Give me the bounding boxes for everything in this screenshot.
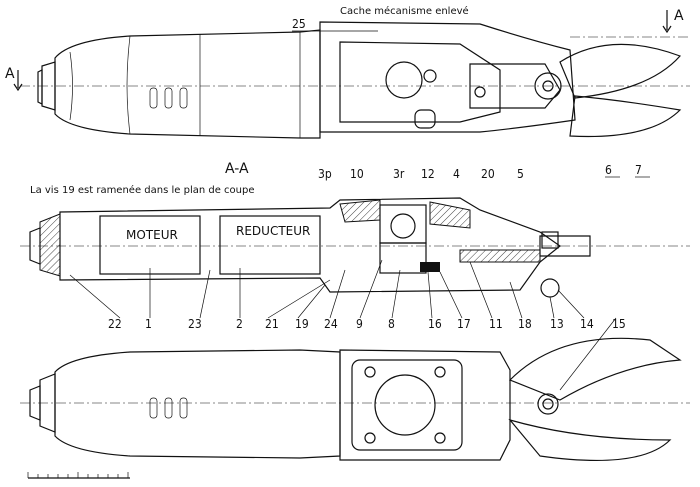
section-note: La vis 19 est ramenée dans le plan de co… [30, 184, 255, 196]
callout-7: 7 [635, 163, 642, 177]
callout-16: 16 [428, 317, 442, 331]
section-marker-right: A [674, 8, 684, 24]
callout-24: 24 [324, 317, 338, 331]
callout-12: 12 [421, 167, 435, 181]
callout-5: 5 [517, 167, 524, 181]
callout-21: 21 [265, 317, 279, 331]
bottom-view [20, 337, 690, 479]
motor-body [99, 215, 201, 275]
callout-6: 6 [605, 163, 612, 177]
callout-8: 8 [388, 317, 395, 331]
callout-3r: 3r [393, 167, 405, 181]
reducer-body [219, 215, 321, 275]
caption-top: Cache mécanisme enlevé [340, 5, 469, 17]
handle-body [54, 29, 321, 139]
callout-19: 19 [295, 317, 309, 331]
callout-1: 1 [145, 317, 152, 331]
spring [537, 393, 559, 415]
bottom-lower-blade [508, 418, 672, 462]
callout-17: 17 [457, 317, 471, 331]
section-view: A-A La vis 19 est ramenée dans le plan d… [20, 161, 690, 391]
callout-22: 22 [108, 317, 122, 331]
reducer-label: REDUCTEUR [236, 224, 310, 238]
callout-23: 23 [188, 317, 202, 331]
callout-14: 14 [580, 317, 594, 331]
callout-2: 2 [236, 317, 243, 331]
callout-4: 4 [453, 167, 460, 181]
callout-3p: 3p [318, 167, 332, 181]
callout-18: 18 [518, 317, 532, 331]
callout-20: 20 [481, 167, 495, 181]
upper-blade [559, 43, 682, 99]
lower-blade [569, 95, 682, 138]
top-view: Cache mécanisme enlevé A A 2 [5, 5, 690, 178]
callout-13: 13 [550, 317, 564, 331]
section-housing [59, 197, 562, 293]
callout-11: 11 [489, 317, 503, 331]
head-housing [319, 21, 576, 133]
section-arrow-right [662, 10, 672, 34]
section-arrow-left [13, 70, 23, 92]
callout-15: 15 [612, 317, 626, 331]
callout-25: 25 [292, 17, 306, 31]
section-marker-left: A [5, 66, 15, 82]
bottom-upper-blade [508, 337, 682, 401]
callout-10: 10 [350, 167, 364, 181]
motor-label: MOTEUR [126, 228, 178, 242]
section-title: A-A [225, 161, 249, 177]
callout-9: 9 [356, 317, 363, 331]
